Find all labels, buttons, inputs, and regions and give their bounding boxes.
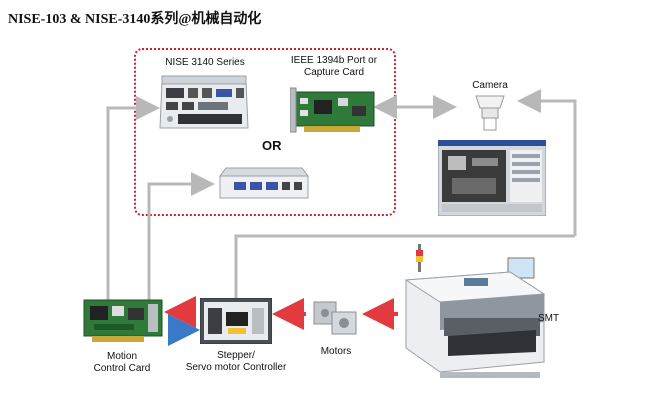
nise103-device — [218, 164, 310, 202]
motors-label: Motors — [320, 346, 352, 357]
stepper-label-line2: Servo motor Controller — [185, 362, 287, 373]
pc-options-group — [134, 48, 396, 216]
stepper-controller-device — [199, 297, 273, 345]
motion-label-line1: Motion — [106, 351, 137, 362]
nise3140-device — [156, 72, 252, 136]
motors-device — [312, 298, 360, 338]
vision-software-screen — [437, 139, 547, 217]
motion-control-card-device — [82, 296, 164, 344]
ieee-label-line2: Capture Card — [303, 67, 365, 78]
camera-device — [474, 92, 506, 132]
camera-label: Camera — [472, 80, 508, 91]
line-motion-to-nise103 — [147, 172, 215, 300]
line-motion-to-nise3140 — [106, 96, 160, 300]
or-label: OR — [262, 138, 282, 153]
line-smt-to-stepper — [234, 234, 575, 298]
stepper-label-line1: Stepper/ — [217, 350, 255, 361]
motion-label-line2: Control Card — [93, 363, 151, 374]
smt-machine — [404, 244, 552, 392]
line-smt-to-camera — [517, 89, 577, 236]
smt-label: SMT — [538, 313, 560, 324]
ieee-label-line1: IEEE 1394b Port or — [290, 55, 378, 66]
nise3140-label: NISE 3140 Series — [165, 57, 245, 68]
page-title: NISE-103 & NISE-3140系列@机械自动化 — [8, 12, 262, 27]
capture-card-device — [289, 86, 376, 136]
